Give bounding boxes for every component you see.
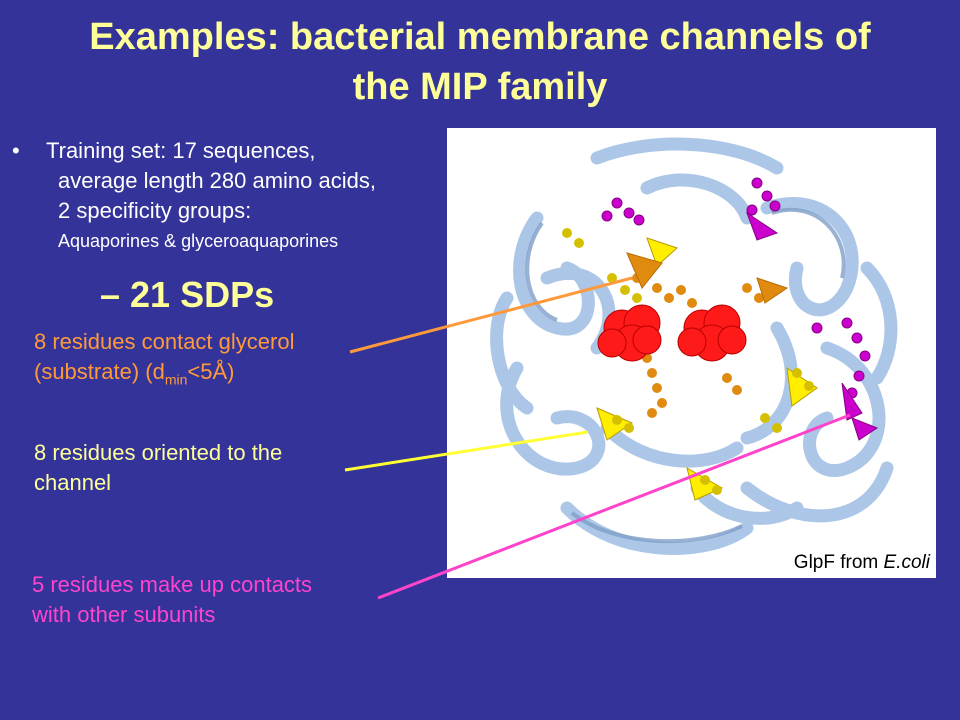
note-subunit-line-1: 5 residues make up contacts xyxy=(32,572,313,597)
training-set-bullet: • Training set: 17 sequences, average len… xyxy=(12,136,376,256)
sdp-count: – 21 SDPs xyxy=(100,274,275,315)
bullet-line-3: 2 specificity groups: xyxy=(58,198,252,223)
note-glycerol-line-2: (substrate) (dmin<5Å) xyxy=(34,357,294,394)
structure-caption: GlpF from E.coli xyxy=(794,552,930,574)
note-glycerol-contact: 8 residues contact glycerol (substrate) … xyxy=(34,327,294,394)
title-line-2: the MIP family xyxy=(352,66,608,108)
note-channel-line-2: channel xyxy=(34,470,112,495)
bullet-marker: • xyxy=(12,138,20,163)
protein-structure-panel: GlpF from E.coli xyxy=(447,128,936,578)
note-channel-oriented: 8 residues oriented to the channel xyxy=(34,438,282,498)
note-glycerol-sub: min xyxy=(164,371,188,388)
title-line-1: Examples: bacterial membrane channels of xyxy=(89,16,871,58)
bullet-line-1: Training set: 17 sequences, xyxy=(46,138,316,163)
caption-prefix: GlpF from xyxy=(793,552,884,573)
note-subunit-line-2: with other subunits xyxy=(32,602,216,627)
note-glycerol-pre: (substrate) (d xyxy=(34,359,165,384)
pink-callout-line xyxy=(377,413,851,600)
note-subunit-contacts: 5 residues make up contacts with other s… xyxy=(32,570,312,630)
protein-structure-image xyxy=(490,137,898,555)
caption-organism: E.coli xyxy=(883,552,930,573)
bullet-line-4: Aquaporines & glyceroaquaporines xyxy=(58,231,339,251)
slide-title: Examples: bacterial membrane channels of… xyxy=(0,12,960,112)
note-channel-line-1: 8 residues oriented to the xyxy=(34,440,283,465)
note-glycerol-line-1: 8 residues contact glycerol xyxy=(34,329,295,354)
note-glycerol-post: <5Å) xyxy=(187,359,235,384)
yellow-callout-line xyxy=(344,430,589,472)
orange-callout-line xyxy=(349,276,633,354)
bullet-line-2: average length 280 amino acids, xyxy=(58,168,376,193)
